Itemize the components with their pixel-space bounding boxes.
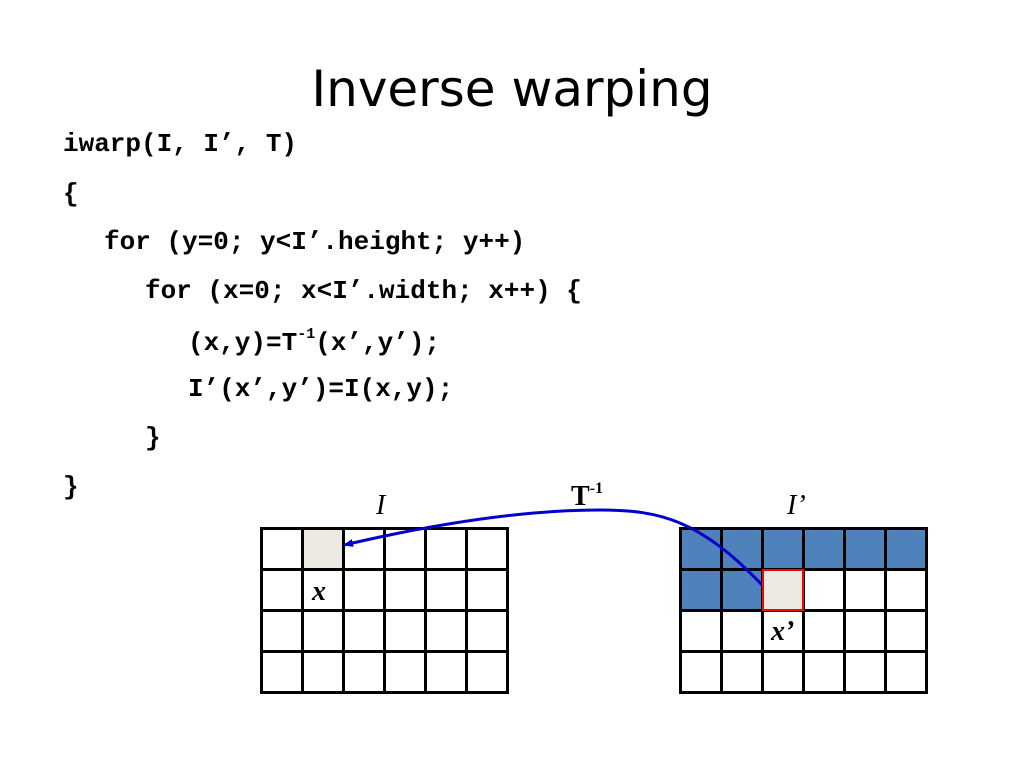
sampled-pixel-cell bbox=[304, 530, 342, 568]
processed-pixel-cell bbox=[846, 530, 884, 568]
grid-cell bbox=[263, 612, 301, 650]
grid-cell bbox=[723, 612, 761, 650]
grid-cell bbox=[263, 571, 301, 609]
grid-cell bbox=[887, 571, 925, 609]
code-line-open-brace: { bbox=[63, 179, 79, 209]
grid-cell bbox=[805, 571, 843, 609]
grid-cell bbox=[887, 653, 925, 691]
grid-cell bbox=[846, 612, 884, 650]
grid-cell bbox=[304, 571, 342, 609]
grid-cell bbox=[764, 653, 802, 691]
processed-pixel-cell bbox=[805, 530, 843, 568]
dest-image-label: I’ bbox=[787, 490, 806, 521]
processed-pixel-cell bbox=[682, 530, 720, 568]
grid-cell bbox=[805, 653, 843, 691]
code-line-assignment: I’(x’,y’)=I(x,y); bbox=[188, 374, 454, 404]
grid-cell bbox=[846, 653, 884, 691]
grid-cell bbox=[427, 612, 465, 650]
grid-cell bbox=[468, 571, 506, 609]
code-line-inner-loop: for (x=0; x<I’.width; x++) { bbox=[145, 276, 582, 306]
grid-cell bbox=[887, 612, 925, 650]
code-line-signature: iwarp(I, I’, T) bbox=[63, 129, 298, 159]
grid-cell bbox=[263, 653, 301, 691]
grid-cell bbox=[723, 653, 761, 691]
processed-pixel-cell bbox=[723, 530, 761, 568]
transform-superscript: -1 bbox=[589, 480, 604, 497]
grid-cell bbox=[304, 612, 342, 650]
grid-cell bbox=[386, 571, 424, 609]
grid-cell bbox=[468, 653, 506, 691]
grid-cell bbox=[468, 612, 506, 650]
grid-cell bbox=[345, 571, 383, 609]
grid-cell bbox=[345, 612, 383, 650]
dest-image-grid bbox=[679, 527, 928, 694]
code-text: (x’,y’); bbox=[315, 328, 441, 358]
grid-cell bbox=[427, 530, 465, 568]
code-superscript: -1 bbox=[297, 326, 316, 343]
grid-cell bbox=[427, 571, 465, 609]
processed-pixel-cell bbox=[682, 571, 720, 609]
transform-label: T-1 bbox=[571, 481, 603, 511]
code-line-inner-close: } bbox=[145, 423, 161, 453]
source-image-grid bbox=[260, 527, 509, 694]
processed-pixel-cell bbox=[887, 530, 925, 568]
code-text: (x,y)=T bbox=[188, 328, 298, 358]
source-pixel-label: x bbox=[312, 576, 326, 607]
slide-title: Inverse warping bbox=[311, 60, 713, 118]
grid-cell bbox=[682, 653, 720, 691]
code-line-close-brace: } bbox=[63, 472, 79, 502]
dest-pixel-label: x’ bbox=[771, 616, 795, 647]
current-pixel-cell bbox=[764, 571, 802, 609]
grid-cell bbox=[386, 612, 424, 650]
grid-cell bbox=[846, 571, 884, 609]
source-image-label: I bbox=[376, 490, 386, 521]
code-line-outer-loop: for (y=0; y<I’.height; y++) bbox=[104, 227, 526, 257]
grid-cell bbox=[682, 612, 720, 650]
processed-pixel-cell bbox=[764, 530, 802, 568]
grid-cell bbox=[345, 653, 383, 691]
grid-cell bbox=[386, 653, 424, 691]
arrow-path bbox=[343, 508, 764, 587]
grid-cell bbox=[263, 530, 301, 568]
grid-cell bbox=[468, 530, 506, 568]
grid-cell bbox=[304, 653, 342, 691]
transform-symbol: T bbox=[571, 481, 590, 512]
grid-cell bbox=[427, 653, 465, 691]
grid-cell bbox=[764, 612, 802, 650]
grid-cell bbox=[386, 530, 424, 568]
grid-cell bbox=[805, 612, 843, 650]
code-line-inverse-transform: (x,y)=T-1(x’,y’); bbox=[188, 327, 440, 356]
